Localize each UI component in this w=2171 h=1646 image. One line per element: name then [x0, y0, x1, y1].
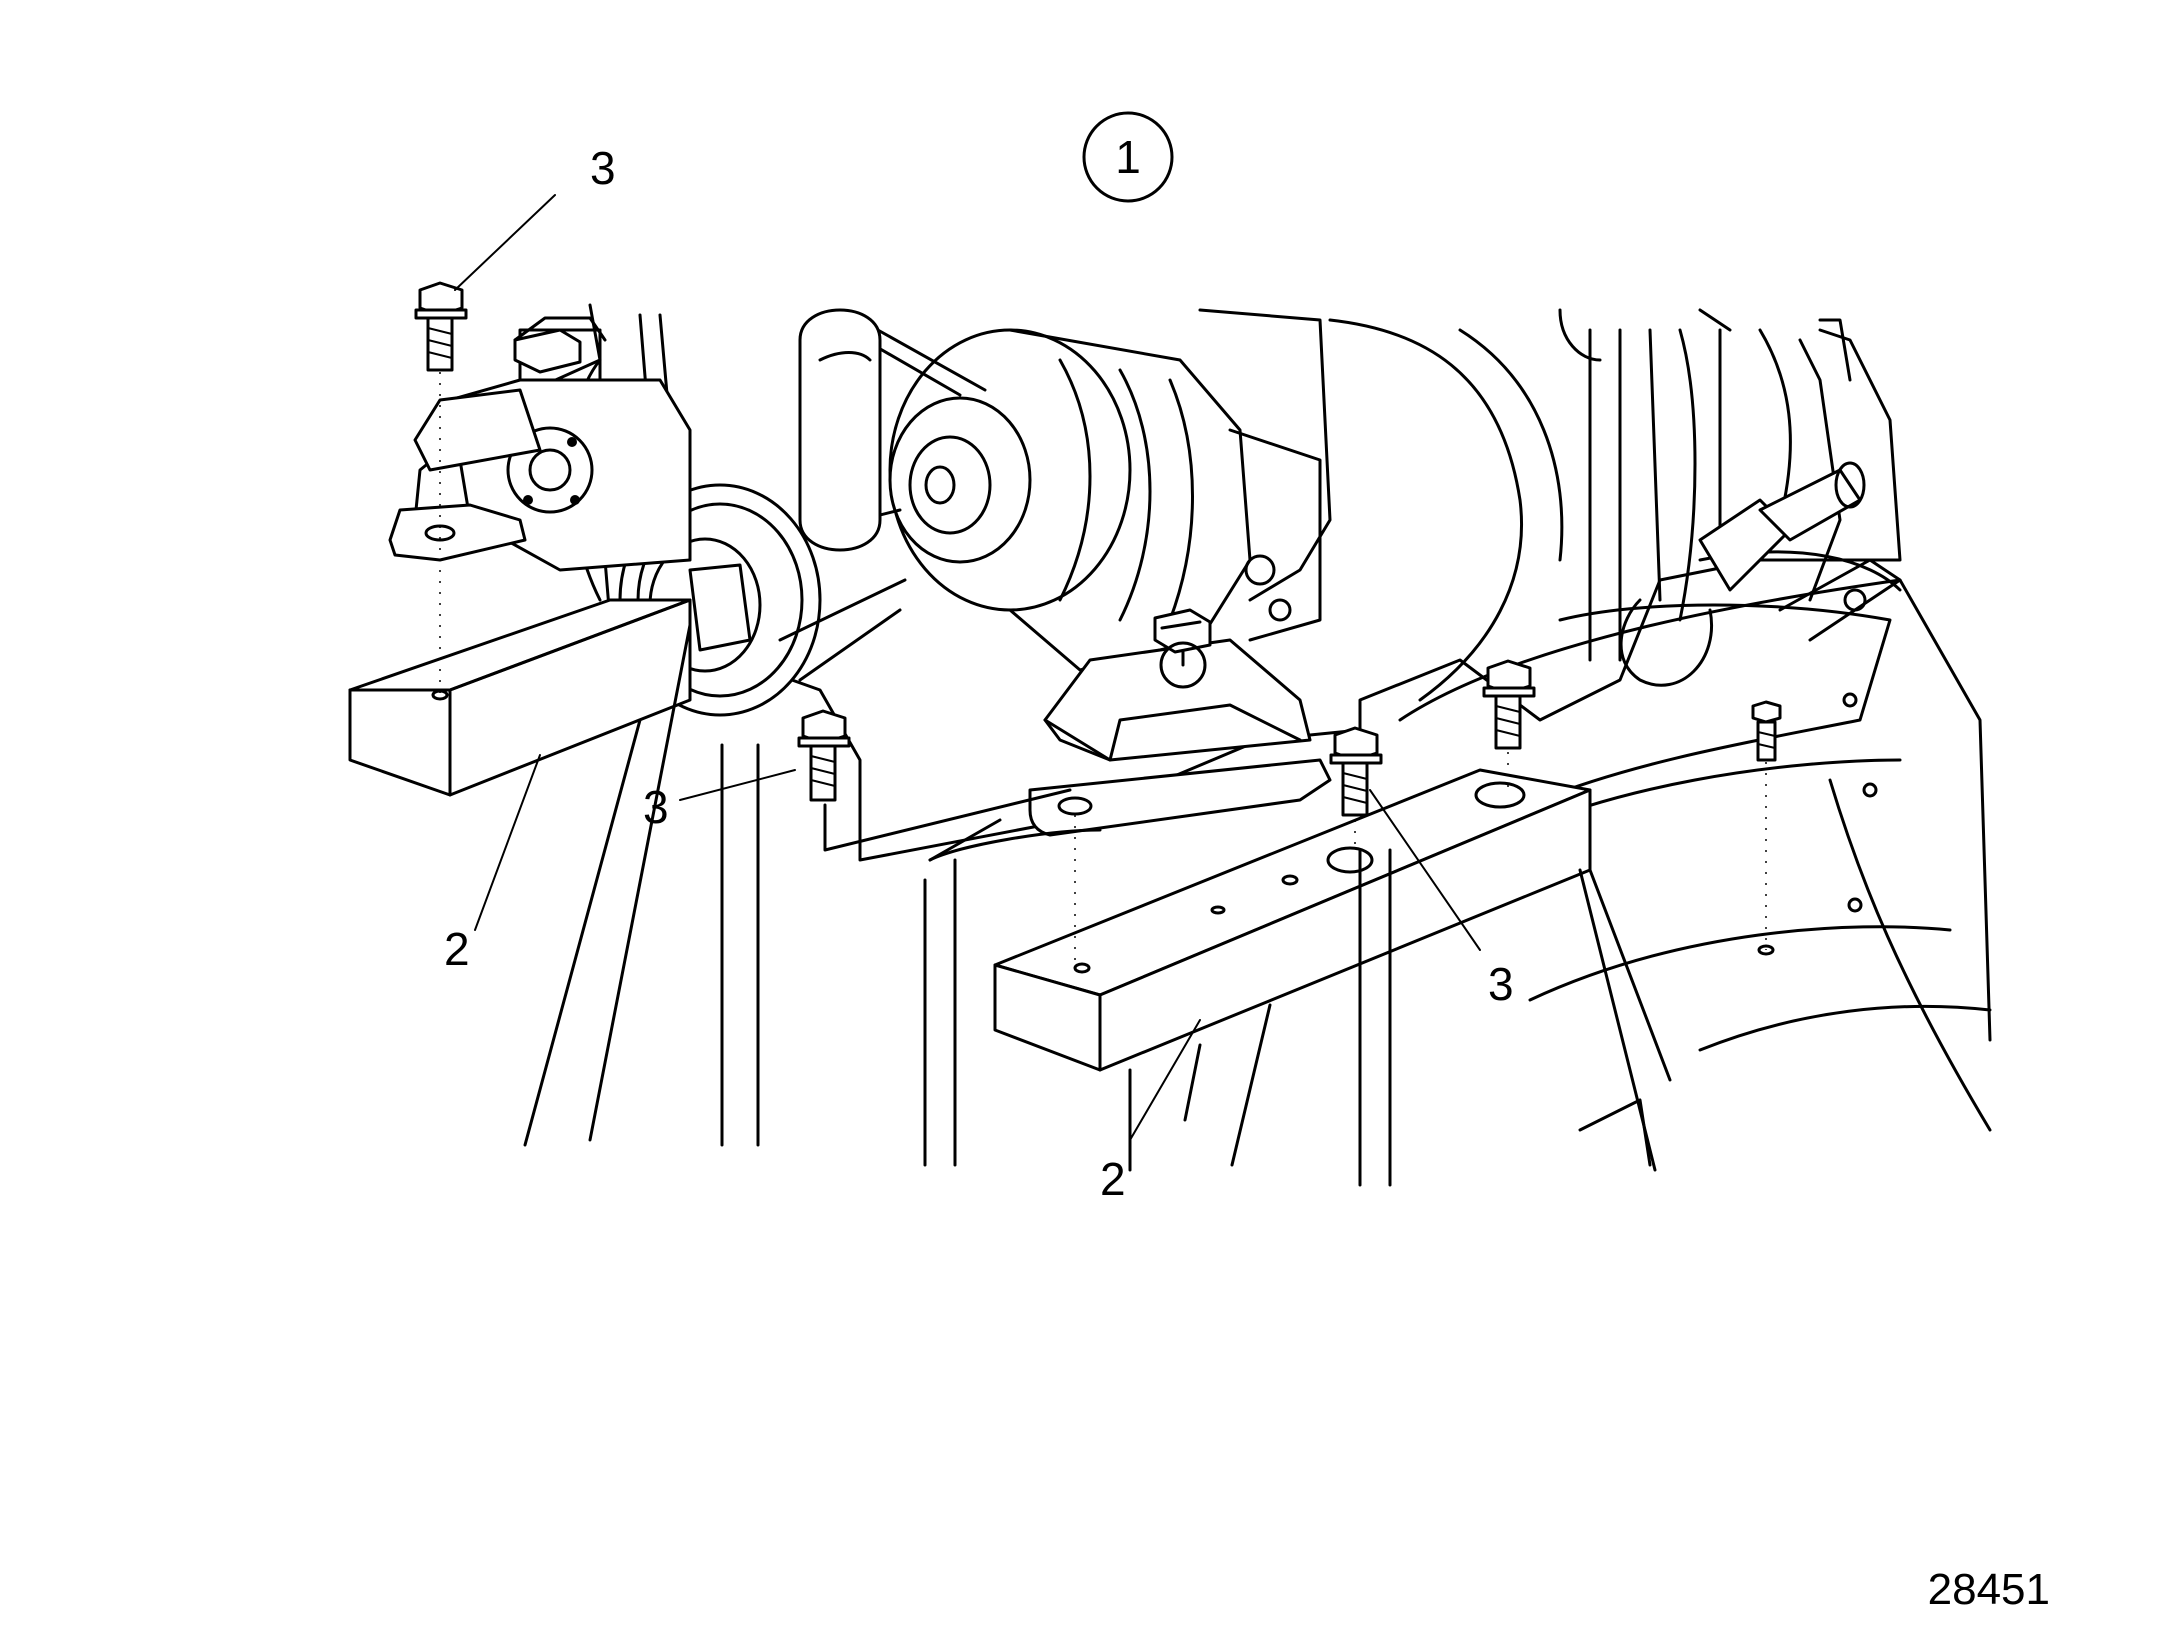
bolt-mid-left [797, 709, 1076, 960]
callout-3-mid-left: 3 [643, 781, 669, 833]
leader-lines [454, 194, 1481, 1141]
engine-bed-left [348, 598, 692, 797]
engine-bed-center [993, 768, 1592, 1072]
rear-engine-mount [1028, 608, 1332, 837]
bolt-right [1482, 659, 1536, 790]
transmission-housing [1398, 550, 1992, 1167]
view-number-text: 1 [1115, 131, 1141, 183]
front-engine-mount [388, 328, 582, 562]
bolt-top-left [414, 281, 468, 700]
figure-number: 28451 [1928, 1565, 2050, 1614]
bolt-center [1329, 726, 1383, 850]
bolt-far-right [1751, 700, 1782, 956]
callout-2-left: 2 [444, 923, 470, 975]
callout-2-bottom: 2 [1100, 1153, 1126, 1205]
callout-3-top-left: 3 [590, 142, 616, 194]
callout-3-center-right: 3 [1488, 958, 1514, 1010]
support-stringers [523, 623, 1672, 1187]
view-number-badge: 1 [1082, 111, 1174, 203]
